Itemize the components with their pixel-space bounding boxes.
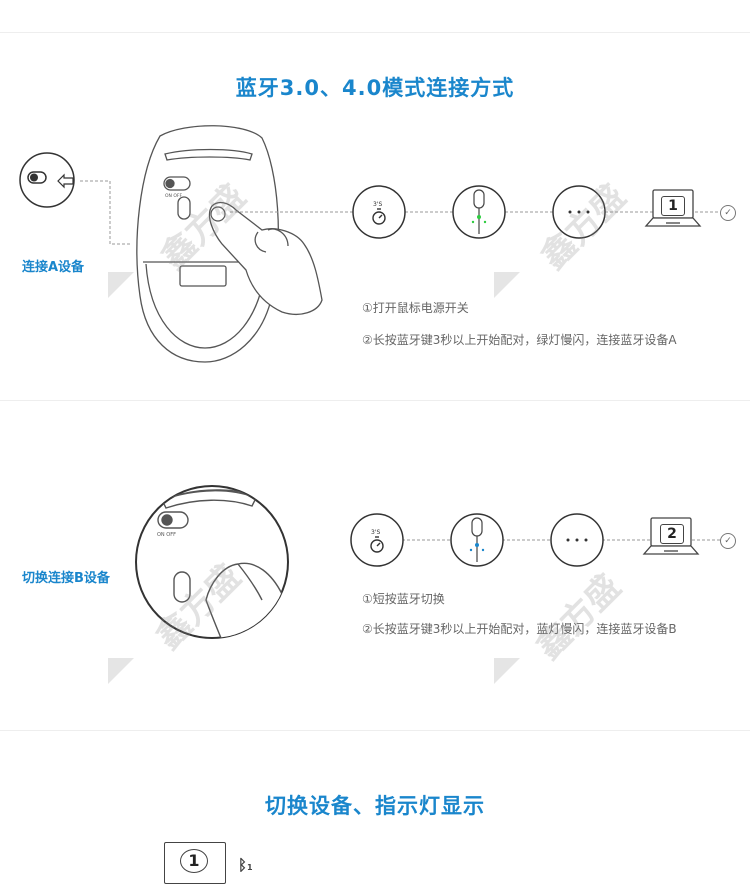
svg-text:3'S: 3'S: [371, 529, 380, 536]
switch-zoom-circle: [19, 152, 75, 208]
section1-illustration: ON OFF 3'S: [19, 125, 720, 363]
bluetooth-icon: ᛒ1: [238, 856, 253, 874]
watermark-shape: [494, 658, 520, 684]
svg-text:ON OFF: ON OFF: [165, 193, 182, 199]
device-number-1: 1: [661, 196, 685, 216]
divider-top: [0, 32, 750, 33]
mouse-bottom: [136, 125, 279, 363]
bluetooth-sub: 1: [247, 863, 253, 872]
divider-bottom: [0, 730, 750, 731]
device-number-3: 1: [180, 849, 208, 873]
divider-middle: [0, 400, 750, 401]
section2-side-label: 切换连接B设备: [22, 571, 110, 586]
section1-title: 蓝牙3.0、4.0模式连接方式: [235, 76, 515, 100]
section2-illustration: ON OFF 3'S: [135, 485, 720, 639]
check-icon: ✓: [720, 205, 736, 221]
section2-step-2: ②长按蓝牙键3秒以上开始配对，蓝灯慢闪，连接蓝牙设备B: [362, 622, 677, 636]
timer-icon: [372, 208, 386, 225]
svg-text:3'S: 3'S: [373, 201, 382, 208]
section2-step-1: ①短按蓝牙切换: [362, 592, 445, 606]
watermark-shape: [108, 658, 134, 684]
check-icon: ✓: [720, 533, 736, 549]
arrow-left-icon: [57, 173, 74, 189]
section1-side-label: 连接A设备: [22, 260, 85, 275]
section1-step-2: ②长按蓝牙键3秒以上开始配对，绿灯慢闪，连接蓝牙设备A: [362, 333, 677, 347]
watermark-shape: [108, 272, 134, 298]
mouse-button-icon: [473, 189, 485, 234]
finger-press: [208, 201, 323, 315]
device-number-2: 2: [660, 524, 684, 544]
svg-text:ON OFF: ON OFF: [157, 532, 176, 538]
section3-title: 切换设备、指示灯显示: [265, 794, 485, 818]
watermark-shape: [494, 272, 520, 298]
section1-step-1: ①打开鼠标电源开关: [362, 301, 469, 315]
laptop-icon: 1: [164, 842, 226, 884]
